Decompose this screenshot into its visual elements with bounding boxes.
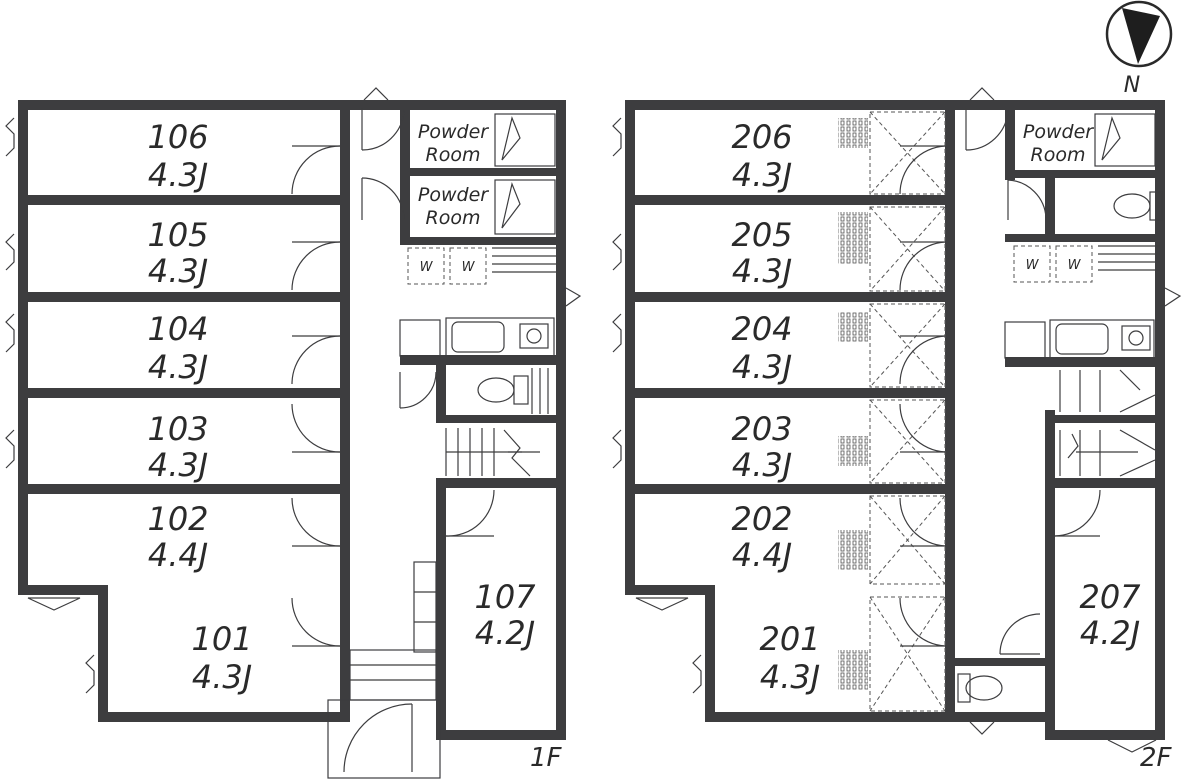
powder-room-1-line2: Room	[426, 144, 481, 166]
room-105-size: 4.3J	[148, 252, 208, 290]
powder-room-3-line2: Room	[1031, 144, 1086, 166]
floor-1f: 1F	[5, 87, 582, 779]
room-106-number: 106	[147, 118, 208, 156]
room-201-size: 4.3J	[760, 658, 820, 696]
floor-2f: 2F	[612, 87, 1182, 773]
powder-room-3-line1: Powder	[1023, 121, 1094, 143]
room-104-size: 4.3J	[148, 348, 208, 386]
room-102-number: 102	[147, 500, 208, 538]
rooms-1f: 106 4.3J 105 4.3J 104 4.3J 103 4.3J 102 …	[147, 118, 536, 696]
powder-room-2-line1: Powder	[418, 184, 489, 206]
washer-1-2f: W	[1026, 258, 1040, 273]
room-207-number: 207	[1079, 578, 1141, 616]
room-102-size: 4.4J	[148, 536, 208, 574]
room-101-size: 4.3J	[192, 658, 252, 696]
room-107-number: 107	[474, 578, 536, 616]
room-201-number: 201	[759, 620, 820, 658]
room-202-number: 202	[731, 500, 792, 538]
north-compass-icon: N	[1105, 0, 1173, 98]
washer-2-2f: W	[1068, 258, 1082, 273]
room-104-number: 104	[147, 310, 208, 348]
room-207-size: 4.2J	[1080, 614, 1140, 652]
washer-2-1f: W	[462, 260, 476, 275]
floor-label-2f: 2F	[1140, 743, 1173, 773]
room-203-size: 4.3J	[732, 446, 792, 484]
washer-1-1f: W	[420, 260, 434, 275]
floor-label-1f: 1F	[530, 743, 563, 773]
room-203-number: 203	[731, 410, 792, 448]
room-206-number: 206	[731, 118, 792, 156]
room-107-size: 4.2J	[475, 614, 535, 652]
room-205-size: 4.3J	[732, 252, 792, 290]
room-204-size: 4.3J	[732, 348, 792, 386]
room-106-size: 4.3J	[148, 156, 208, 194]
room-202-size: 4.4J	[732, 536, 792, 574]
room-204-number: 204	[731, 310, 792, 348]
room-206-size: 4.3J	[732, 156, 792, 194]
room-105-number: 105	[147, 216, 208, 254]
room-103-size: 4.3J	[148, 446, 208, 484]
room-205-number: 205	[731, 216, 792, 254]
powder-room-2-line2: Room	[426, 207, 481, 229]
room-103-number: 103	[147, 410, 208, 448]
powder-room-1-line1: Powder	[418, 121, 489, 143]
room-101-number: 101	[191, 620, 252, 658]
rooms-2f: 206 4.3J 205 4.3J 204 4.3J 203 4.3J 202 …	[731, 118, 1141, 696]
north-label: N	[1124, 73, 1140, 98]
